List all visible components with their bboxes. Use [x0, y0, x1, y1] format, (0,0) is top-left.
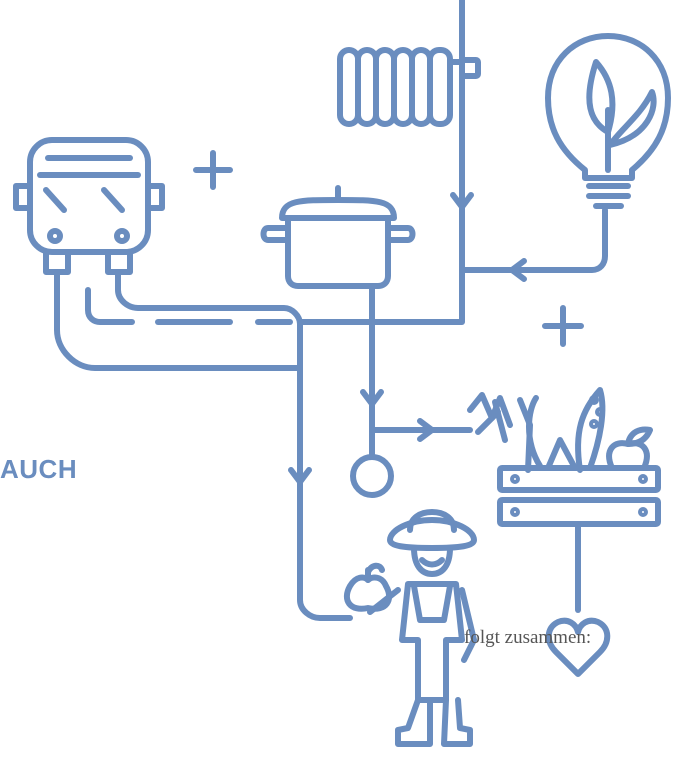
heading-fragment: AUCH — [0, 456, 77, 482]
pot-pipe — [353, 286, 470, 495]
vegetable-crate-icon — [470, 390, 658, 524]
bus-icon — [16, 140, 162, 272]
lightbulb-leaf-icon — [548, 36, 668, 206]
cooking-pot-icon — [264, 188, 413, 286]
plus-icon — [545, 308, 581, 344]
plus-icon — [196, 153, 230, 187]
bulb-pipe — [462, 210, 605, 279]
heart-icon — [549, 621, 608, 674]
farmer-icon — [370, 512, 474, 744]
radiator-icon — [340, 50, 478, 124]
